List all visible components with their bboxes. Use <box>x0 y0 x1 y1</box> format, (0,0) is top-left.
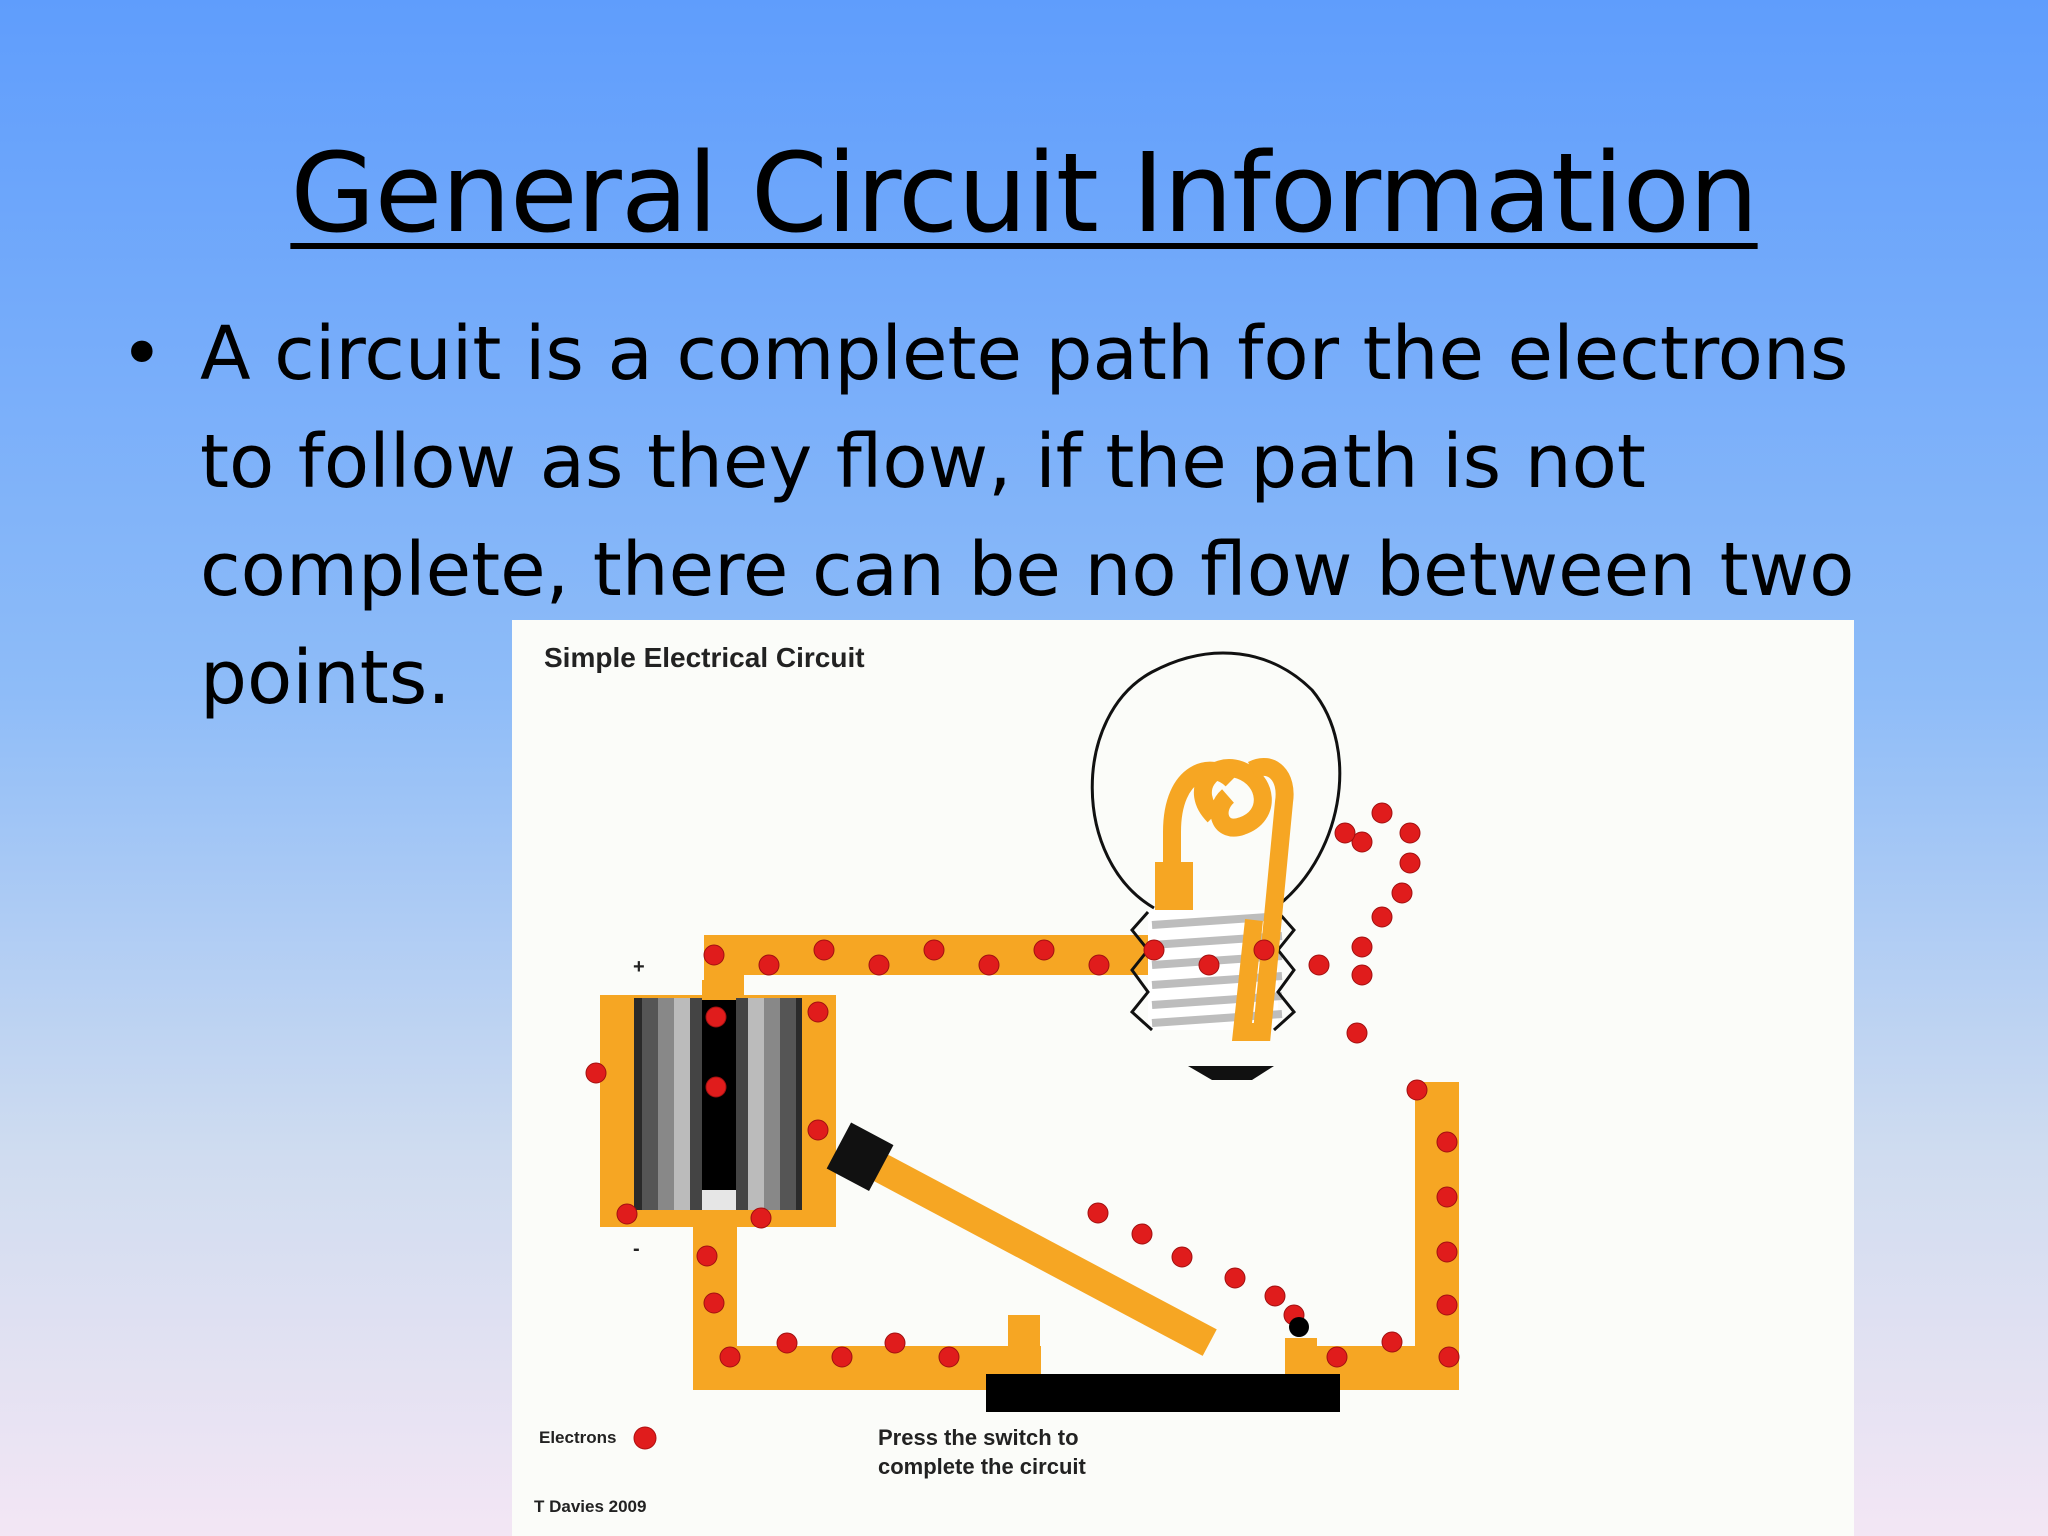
battery-minus-sign: - <box>633 1238 640 1260</box>
electron-dot <box>1224 1267 1246 1289</box>
electron-dot <box>1171 1246 1193 1268</box>
electron-dot <box>705 1006 727 1028</box>
electron-dot <box>1326 1346 1348 1368</box>
top-wire <box>704 935 1192 975</box>
bullet-line: complete, there can be no flow between t… <box>200 527 1855 613</box>
instruction-line-2: complete the circuit <box>878 1454 1087 1479</box>
electron-dot <box>1308 954 1330 976</box>
switch-lever[interactable] <box>826 1122 1222 1366</box>
electron-dot <box>758 954 780 976</box>
electron-dot <box>696 1245 718 1267</box>
bullet-line: points. <box>200 635 451 721</box>
switch-knob[interactable] <box>826 1122 894 1191</box>
electron-dot <box>813 939 835 961</box>
electron-dot <box>1371 906 1393 928</box>
bottom-wire <box>693 1346 1041 1390</box>
electron-dot <box>1399 852 1421 874</box>
light-bulb-icon <box>1090 651 1342 1080</box>
electron-dot <box>703 944 725 966</box>
electron-dot <box>884 1332 906 1354</box>
electron-dot <box>1264 1285 1286 1307</box>
electron-dot <box>831 1346 853 1368</box>
diagram-credit: T Davies 2009 <box>534 1497 646 1516</box>
electron-dot <box>1351 831 1373 853</box>
bullet-text: A circuit is a complete path for the ele… <box>200 300 2000 732</box>
electron-dot <box>978 954 1000 976</box>
electron-dot <box>1436 1294 1458 1316</box>
electron-dot <box>750 1207 772 1229</box>
electron-dot <box>807 1119 829 1141</box>
electron-dot <box>1406 1079 1428 1101</box>
electron-dot <box>1143 939 1165 961</box>
instruction-line-1: Press the switch to <box>878 1425 1079 1450</box>
diagram-title: Simple Electrical Circuit <box>544 642 865 673</box>
electron-dot <box>1371 802 1393 824</box>
legend-electron-icon <box>633 1426 657 1450</box>
electron-dot <box>1391 882 1413 904</box>
right-wire <box>1415 1082 1459 1390</box>
electron-dot <box>1334 822 1356 844</box>
electron-dot <box>1399 822 1421 844</box>
bullet-line: A circuit is a complete path for the ele… <box>200 311 1849 397</box>
bullet-line: to follow as they flow, if the path is n… <box>200 419 1646 505</box>
bullet-dot-icon: • <box>120 311 164 397</box>
electron-dot <box>1131 1223 1153 1245</box>
electron-dot <box>868 954 890 976</box>
circuit-diagram-svg: Simple Electrical Circuit <box>534 642 1460 1516</box>
electron-dot <box>1351 964 1373 986</box>
electron-dot <box>705 1076 727 1098</box>
electron-dot <box>938 1346 960 1368</box>
electron-dot <box>1346 1022 1368 1044</box>
electron-dot <box>1087 1202 1109 1224</box>
legend-label: Electrons <box>539 1428 616 1447</box>
electron-dot <box>923 939 945 961</box>
electron-dot <box>807 1001 829 1023</box>
electron-dot <box>776 1332 798 1354</box>
electrons <box>585 802 1460 1368</box>
electron-dot <box>1381 1331 1403 1353</box>
electron-dot <box>1033 939 1055 961</box>
electron-dot <box>1088 954 1110 976</box>
electron-dot <box>1436 1131 1458 1153</box>
electron-dot <box>703 1292 725 1314</box>
electron-dot <box>1438 1346 1460 1368</box>
electron-dot <box>616 1203 638 1225</box>
electron-dot <box>719 1346 741 1368</box>
electron-dot <box>1198 954 1220 976</box>
electron-dot <box>1253 939 1275 961</box>
slide-title: General Circuit Information <box>290 129 1758 257</box>
electron-dot <box>1351 936 1373 958</box>
battery-cell <box>634 980 802 1210</box>
electron-dot <box>585 1062 607 1084</box>
circuit-diagram: Simple Electrical Circuit <box>512 620 1854 1536</box>
electron-dot <box>1436 1186 1458 1208</box>
battery-plus-sign: + <box>633 956 645 978</box>
switch-base <box>986 1374 1340 1412</box>
electron-dot <box>1436 1241 1458 1263</box>
switch-contact-dot <box>1289 1317 1309 1337</box>
